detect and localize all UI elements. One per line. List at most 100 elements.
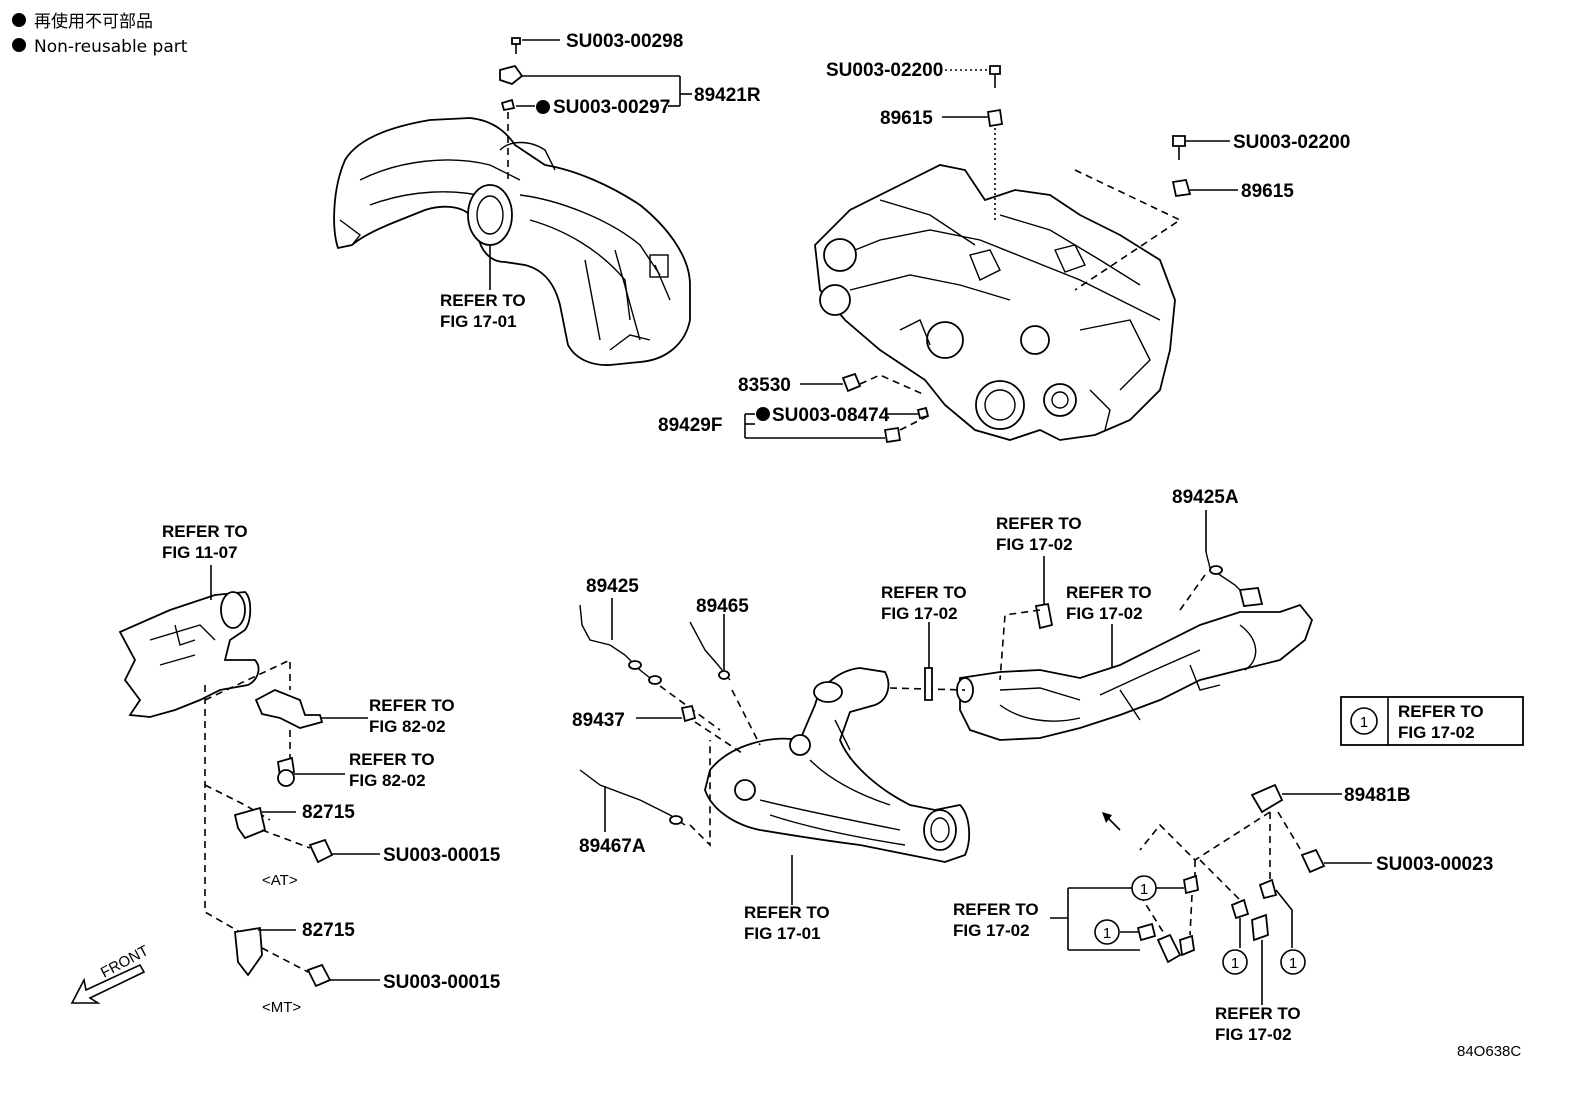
hose-icon <box>1156 933 1182 964</box>
marker-number: 1 <box>1140 881 1148 898</box>
refer-fig-label: FIG 17-02 <box>1066 604 1143 623</box>
sensor-89425-assembly <box>579 598 761 847</box>
callout-marker-1 <box>1222 949 1248 975</box>
sensor-89615-assembly-b <box>1074 135 1238 291</box>
callout-box: 1 REFER TO FIG 17-02 <box>1340 696 1524 746</box>
clip-icon <box>680 704 697 723</box>
sensor-wire-icon <box>1205 551 1246 596</box>
marker-number: 1 <box>1103 925 1111 942</box>
part-label-89429F: 89429F <box>658 415 722 436</box>
connector-icon <box>1182 874 1200 895</box>
connector-icon <box>1179 934 1195 957</box>
part-label-SU003-02200: SU003-02200 <box>1233 132 1350 153</box>
refer-to-label: REFER TO <box>162 522 248 541</box>
refer-to-label: REFER TO <box>744 903 830 922</box>
bracket-icon <box>254 689 324 729</box>
sensor-icon <box>883 426 902 444</box>
part-label-82715: 82715 <box>302 802 355 823</box>
refer-to-label: REFER TO <box>440 291 526 310</box>
arrow-icon <box>1102 812 1112 823</box>
figure-code: 84O638C <box>1457 1043 1521 1060</box>
refer-to-label: REFER TO <box>996 514 1082 533</box>
marker-number: 1 <box>1231 955 1239 972</box>
gasket-icon <box>924 667 933 701</box>
bracket-icon <box>233 806 267 840</box>
refer-to-label: REFER TO <box>881 583 967 602</box>
part-label-SU003-00015: SU003-00015 <box>383 845 501 866</box>
non-reusable-dot-icon <box>12 13 26 27</box>
pressure-sensor-assembly: 1 1 1 1 <box>1050 783 1372 1005</box>
callout-marker-1 <box>1280 949 1306 975</box>
refer-to-label: REFER TO <box>953 900 1039 919</box>
o-ring-icon <box>500 98 516 112</box>
sensor-83530-assembly <box>744 372 931 444</box>
sensor-89421R-assembly <box>499 37 692 180</box>
sensor-icon <box>1171 178 1192 198</box>
callout-number: 1 <box>1360 714 1368 731</box>
part-label-89421R: 89421R <box>694 85 761 106</box>
front-label: FRONT <box>98 942 152 981</box>
refer-to-label: REFER TO <box>1066 583 1152 602</box>
clamp-icon <box>1034 602 1054 630</box>
callout-line2: FIG 17-02 <box>1398 723 1475 742</box>
sensor-89425A-assembly <box>1179 510 1264 611</box>
connector-icon <box>1238 587 1264 607</box>
refer-fig-label: FIG 17-02 <box>996 535 1073 554</box>
refer-fig-label: FIG 17-02 <box>1215 1025 1292 1044</box>
refer-fig-label: FIG 82-02 <box>369 717 446 736</box>
refer-to-label: REFER TO <box>369 696 455 715</box>
hose-icon <box>1251 913 1269 942</box>
bolt-icon <box>1300 848 1326 874</box>
exhaust-manifold-illustration <box>704 667 971 905</box>
variant-label-at: <AT> <box>262 872 298 889</box>
bracket-icon <box>234 926 263 977</box>
refer-fig-label: FIG 17-02 <box>881 604 958 623</box>
bracket-assembly <box>204 658 380 988</box>
front-arrow-icon: FRONT <box>70 942 152 1004</box>
part-label-83530: 83530 <box>738 375 791 396</box>
callout-line1: REFER TO <box>1398 702 1484 721</box>
marker-number: 1 <box>1289 955 1297 972</box>
connector-icon <box>1230 898 1250 920</box>
part-label-SU003-00297: SU003-00297 <box>553 97 670 118</box>
part-label-SU003-00298: SU003-00298 <box>566 31 683 52</box>
part-label-89425A: 89425A <box>1172 487 1239 508</box>
bolt-icon <box>308 838 334 864</box>
bolt-icon <box>306 963 332 988</box>
intake-manifold-illustration <box>333 117 691 366</box>
refer-to-label: REFER TO <box>349 750 435 769</box>
pressure-sensor-icon <box>1250 783 1284 814</box>
catalytic-converter-illustration <box>889 556 1314 741</box>
part-label-89615: 89615 <box>880 108 933 129</box>
part-label-89437: 89437 <box>572 710 625 731</box>
transmission-illustration <box>118 565 260 718</box>
connector-icon <box>1258 878 1278 900</box>
part-label-89425: 89425 <box>586 576 639 597</box>
bolt-icon <box>1172 135 1186 147</box>
part-label-SU003-08474: SU003-08474 <box>772 405 890 426</box>
bolt-icon <box>989 65 1001 75</box>
part-label-SU003-02200: SU003-02200 <box>826 60 943 81</box>
variant-label-mt: <MT> <box>262 999 301 1016</box>
sensor-89615-assembly-a <box>940 65 1004 220</box>
non-reusable-dot-icon <box>536 100 550 114</box>
non-reusable-dot-icon <box>756 407 770 421</box>
refer-fig-label: FIG 11-07 <box>162 543 238 562</box>
non-reusable-dot-icon <box>12 38 26 52</box>
part-label-89615: 89615 <box>1241 181 1294 202</box>
sensor-wire-icon <box>579 769 686 826</box>
sensor-wire-icon <box>579 604 656 683</box>
screw-icon <box>511 37 521 45</box>
part-label-89467A: 89467A <box>579 836 646 857</box>
legend-japanese: 再使用不可部品 <box>34 11 153 32</box>
part-label-89481B: 89481B <box>1344 785 1411 806</box>
refer-fig-label: FIG 17-02 <box>953 921 1030 940</box>
part-label-SU003-00023: SU003-00023 <box>1376 854 1493 875</box>
part-label-89465: 89465 <box>696 596 749 617</box>
part-label-SU003-00015: SU003-00015 <box>383 972 501 993</box>
legend-english: Non-reusable part <box>34 37 188 57</box>
clamp-icon <box>1136 922 1157 942</box>
refer-fig-label: FIG 17-01 <box>744 924 821 943</box>
refer-to-label: REFER TO <box>1215 1004 1301 1023</box>
